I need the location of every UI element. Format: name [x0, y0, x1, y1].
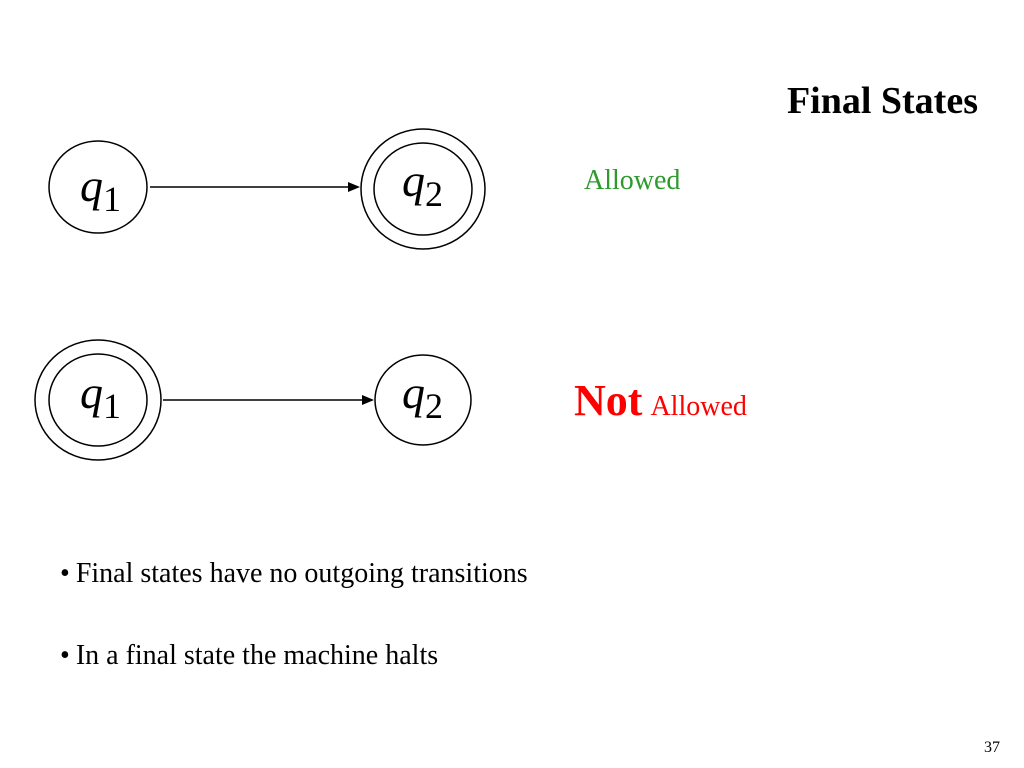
bullet-list: •Final states have no outgoing transitio… — [60, 554, 528, 718]
page-number: 37 — [984, 739, 1000, 756]
verdict-allowed: Allowed — [584, 164, 680, 198]
verdict-allowed-word: Allowed — [650, 391, 747, 422]
slide-title: Final States — [786, 80, 978, 122]
state-q1-inner-circle — [48, 353, 148, 447]
state-q1-label: q1 — [80, 160, 121, 219]
state-q2-label: q2 — [402, 367, 443, 426]
verdict-allowed-text: Allowed — [584, 165, 681, 196]
state-q1-outer-circle — [34, 339, 162, 461]
state-q2-circle — [374, 354, 472, 446]
bullet-dot: • — [60, 558, 70, 589]
state-q2-outer-circle — [360, 128, 486, 250]
diagram-allowed: q1 q2 — [48, 128, 486, 250]
bullet-item: •Final states have no outgoing transitio… — [60, 554, 528, 594]
bullet-dot: • — [60, 640, 70, 671]
state-q1-circle — [48, 140, 148, 234]
bullet-text: Final states have no outgoing transition… — [75, 558, 528, 589]
state-q1-label: q1 — [80, 367, 121, 426]
bullet-text: In a final state the machine halts — [75, 640, 439, 671]
bullet-item: •In a final state the machine halts — [60, 636, 528, 676]
verdict-not-word: Not — [574, 376, 643, 425]
state-q2-label: q2 — [402, 155, 443, 214]
diagram-not-allowed: q1 q2 — [34, 339, 472, 461]
state-q2-inner-circle — [373, 142, 473, 236]
